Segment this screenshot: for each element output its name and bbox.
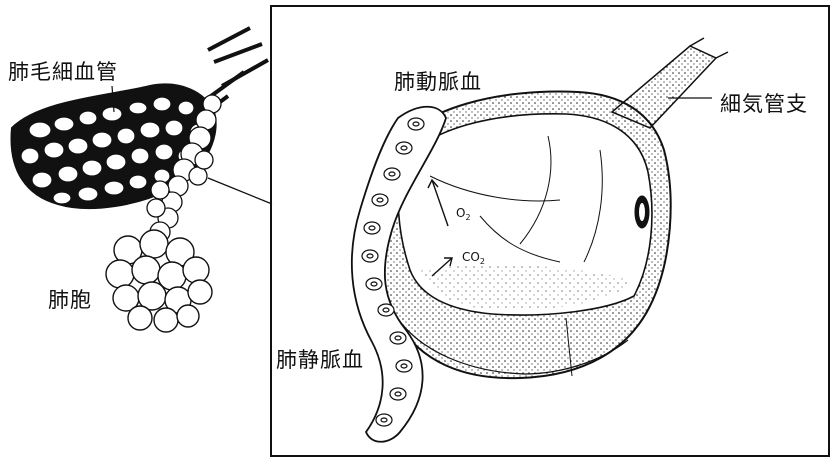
label-o2: O2 [456, 206, 471, 222]
label-alveolus: 肺胞 [48, 284, 92, 314]
label-capillary: 肺毛細血管 [8, 56, 118, 86]
zoom-connector-line [208, 178, 272, 204]
alveolar-sac [106, 230, 212, 332]
label-vein-blood: 肺静脈血 [276, 344, 364, 374]
co2-subscript: 2 [480, 257, 485, 266]
label-co2: CO2 [462, 250, 485, 266]
label-artery-blood: 肺動脈血 [394, 66, 482, 96]
label-bronchiole: 細気管支 [720, 88, 808, 118]
o2-subscript: 2 [465, 213, 470, 222]
co2-text: CO [462, 250, 480, 264]
